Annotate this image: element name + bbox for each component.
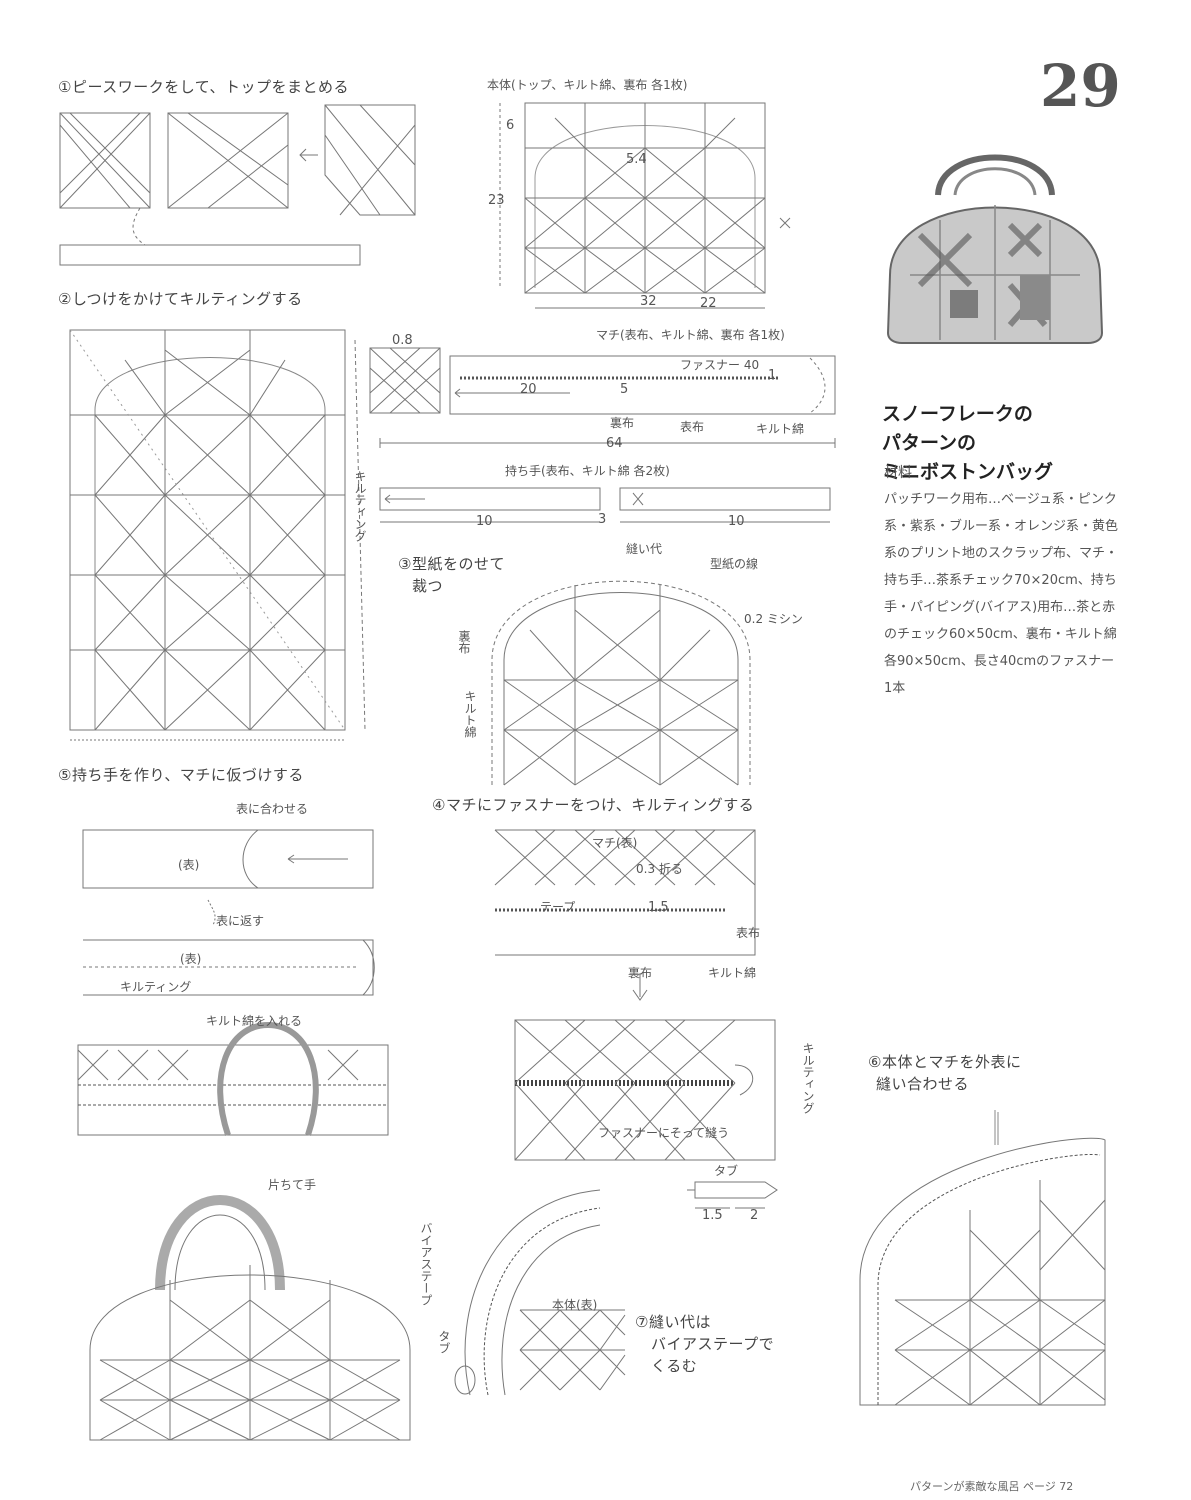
step-3-label-line2: 裁つ <box>412 577 444 595</box>
step1-piecework-figure <box>60 105 420 275</box>
step2-quilting-figure <box>65 320 370 750</box>
dim-5: 5 <box>620 382 629 397</box>
step4-front-label: 表布 <box>736 926 761 940</box>
step4-cotton-label: キルト綿 <box>708 966 757 980</box>
handle-piece-label: 持ち手(表布、キルト綿 各2枚) <box>505 464 670 478</box>
dim-6: 6 <box>506 118 515 133</box>
step7-tab-label: タブ <box>437 1330 451 1354</box>
insert-batting-label: キルト綿を入れる <box>206 1014 303 1028</box>
step6-assemble-figure <box>840 1100 1110 1410</box>
tab-label: タブ <box>714 1164 739 1178</box>
step3-cut-figure <box>480 550 770 785</box>
handle-pattern-figure <box>375 480 835 530</box>
fold-front-label: 表に返す <box>216 914 265 928</box>
step-6-label-line2: 縫い合わせる <box>876 1075 970 1093</box>
fold-zip-label: 0.3 折る <box>636 862 683 876</box>
handle-one-label: 片ちて手 <box>268 1178 317 1192</box>
step-7-label-line2: バイアステープで <box>651 1335 775 1353</box>
step-7-label-line1: ⑦縫い代は <box>635 1313 711 1331</box>
dim-3: 3 <box>598 512 607 527</box>
gusset-cotton-label: キルト綿 <box>756 422 805 436</box>
seam-allowance-label: 縫い代 <box>626 542 663 556</box>
bias-tape-label: バイアステープ <box>419 1222 433 1306</box>
bag-photo <box>880 125 1110 350</box>
step3-back-label: 裏布 <box>457 630 471 654</box>
step-7-label-line3: くるむ <box>651 1357 698 1375</box>
body-pattern-figure <box>495 98 795 298</box>
dim-1: 1 <box>768 368 777 383</box>
materials-heading-text: 材料 <box>884 465 912 481</box>
dim-2-tab: 2 <box>750 1208 759 1223</box>
step7-bias-figure <box>430 1180 630 1395</box>
gusset-pattern-figure <box>370 338 840 458</box>
dim-10-b: 10 <box>728 514 745 529</box>
zip-sew-label: ファスナーにそって縫う <box>598 1126 730 1140</box>
gusset-back-label: 裏布 <box>610 416 635 430</box>
dim-64: 64 <box>606 436 623 451</box>
dim-1-5-tab: 1.5 <box>702 1208 723 1223</box>
step-6-label-line1: ⑥本体とマチを外表に <box>868 1053 1022 1071</box>
step4-zipper-figure <box>495 825 795 1170</box>
pattern-line-label: 型紙の線 <box>710 557 759 571</box>
step5-omote-label-1: (表) <box>178 858 200 872</box>
gusset-front-label: 表布 <box>680 420 705 434</box>
dim-10-a: 10 <box>476 514 493 529</box>
zip-tape-label: テープ <box>540 900 576 914</box>
gusset-front-omote-label: マチ(表) <box>592 836 638 850</box>
dim-22: 22 <box>700 296 717 311</box>
step-4-label: ④マチにファスナーをつけ、キルティングする <box>432 796 755 814</box>
body-piece-label: 本体(トップ、キルト綿、裏布 各1枚) <box>487 78 688 92</box>
step4-quilting-label: キルティング <box>801 1042 815 1114</box>
title-line-2: パターンの <box>882 432 977 454</box>
tab-figure <box>685 1178 785 1218</box>
step3-cotton-label: キルト綿 <box>463 690 477 738</box>
dim-32: 32 <box>640 294 657 309</box>
step5-omote-label-2: (表) <box>180 952 202 966</box>
finished-bag-figure <box>80 1160 420 1450</box>
page-footer: パターンが素敵な風呂 ページ 72 <box>910 1480 1074 1493</box>
title-line-1: スノーフレークの <box>882 403 1033 425</box>
step-2-label: ②しつけをかけてキルティングする <box>58 290 303 308</box>
zipper-label: ファスナー 40 <box>680 358 760 372</box>
dim-20: 20 <box>520 382 537 397</box>
step4-back-label: 裏布 <box>628 966 653 980</box>
dim-23: 23 <box>488 193 505 208</box>
match-front-label: 表に合わせる <box>236 802 309 816</box>
step5-quilting-label: キルティング <box>120 980 192 994</box>
step-1-label: ①ピースワークをして、トップをまとめる <box>58 78 349 96</box>
step-3-label-line1: ③型紙をのせて <box>398 555 505 573</box>
title-line-3: ミニボストンバッグ <box>882 461 1054 483</box>
step2-quilting-note: キルティング <box>353 470 367 542</box>
body-front-label: 本体(表) <box>552 1298 598 1312</box>
materials-text: パッチワーク用布…ベージュ系・ピンク系・紫系・ブルー系・オレンジ系・黄色系のプリ… <box>884 492 1119 696</box>
step5-handle-figure <box>78 795 398 1155</box>
step-5-label: ⑤持ち手を作り、マチに仮づけする <box>58 766 304 784</box>
quilt-machine-label: 0.2 ミシン <box>744 612 803 626</box>
gusset-piece-label: マチ(表布、キルト綿、裏布 各1枚) <box>596 328 785 342</box>
dim-0-8: 0.8 <box>392 333 413 348</box>
page-number: 29 <box>1040 52 1121 120</box>
dim-5-4: 5.4 <box>626 152 647 167</box>
dim-1-5: 1.5 <box>648 900 669 915</box>
